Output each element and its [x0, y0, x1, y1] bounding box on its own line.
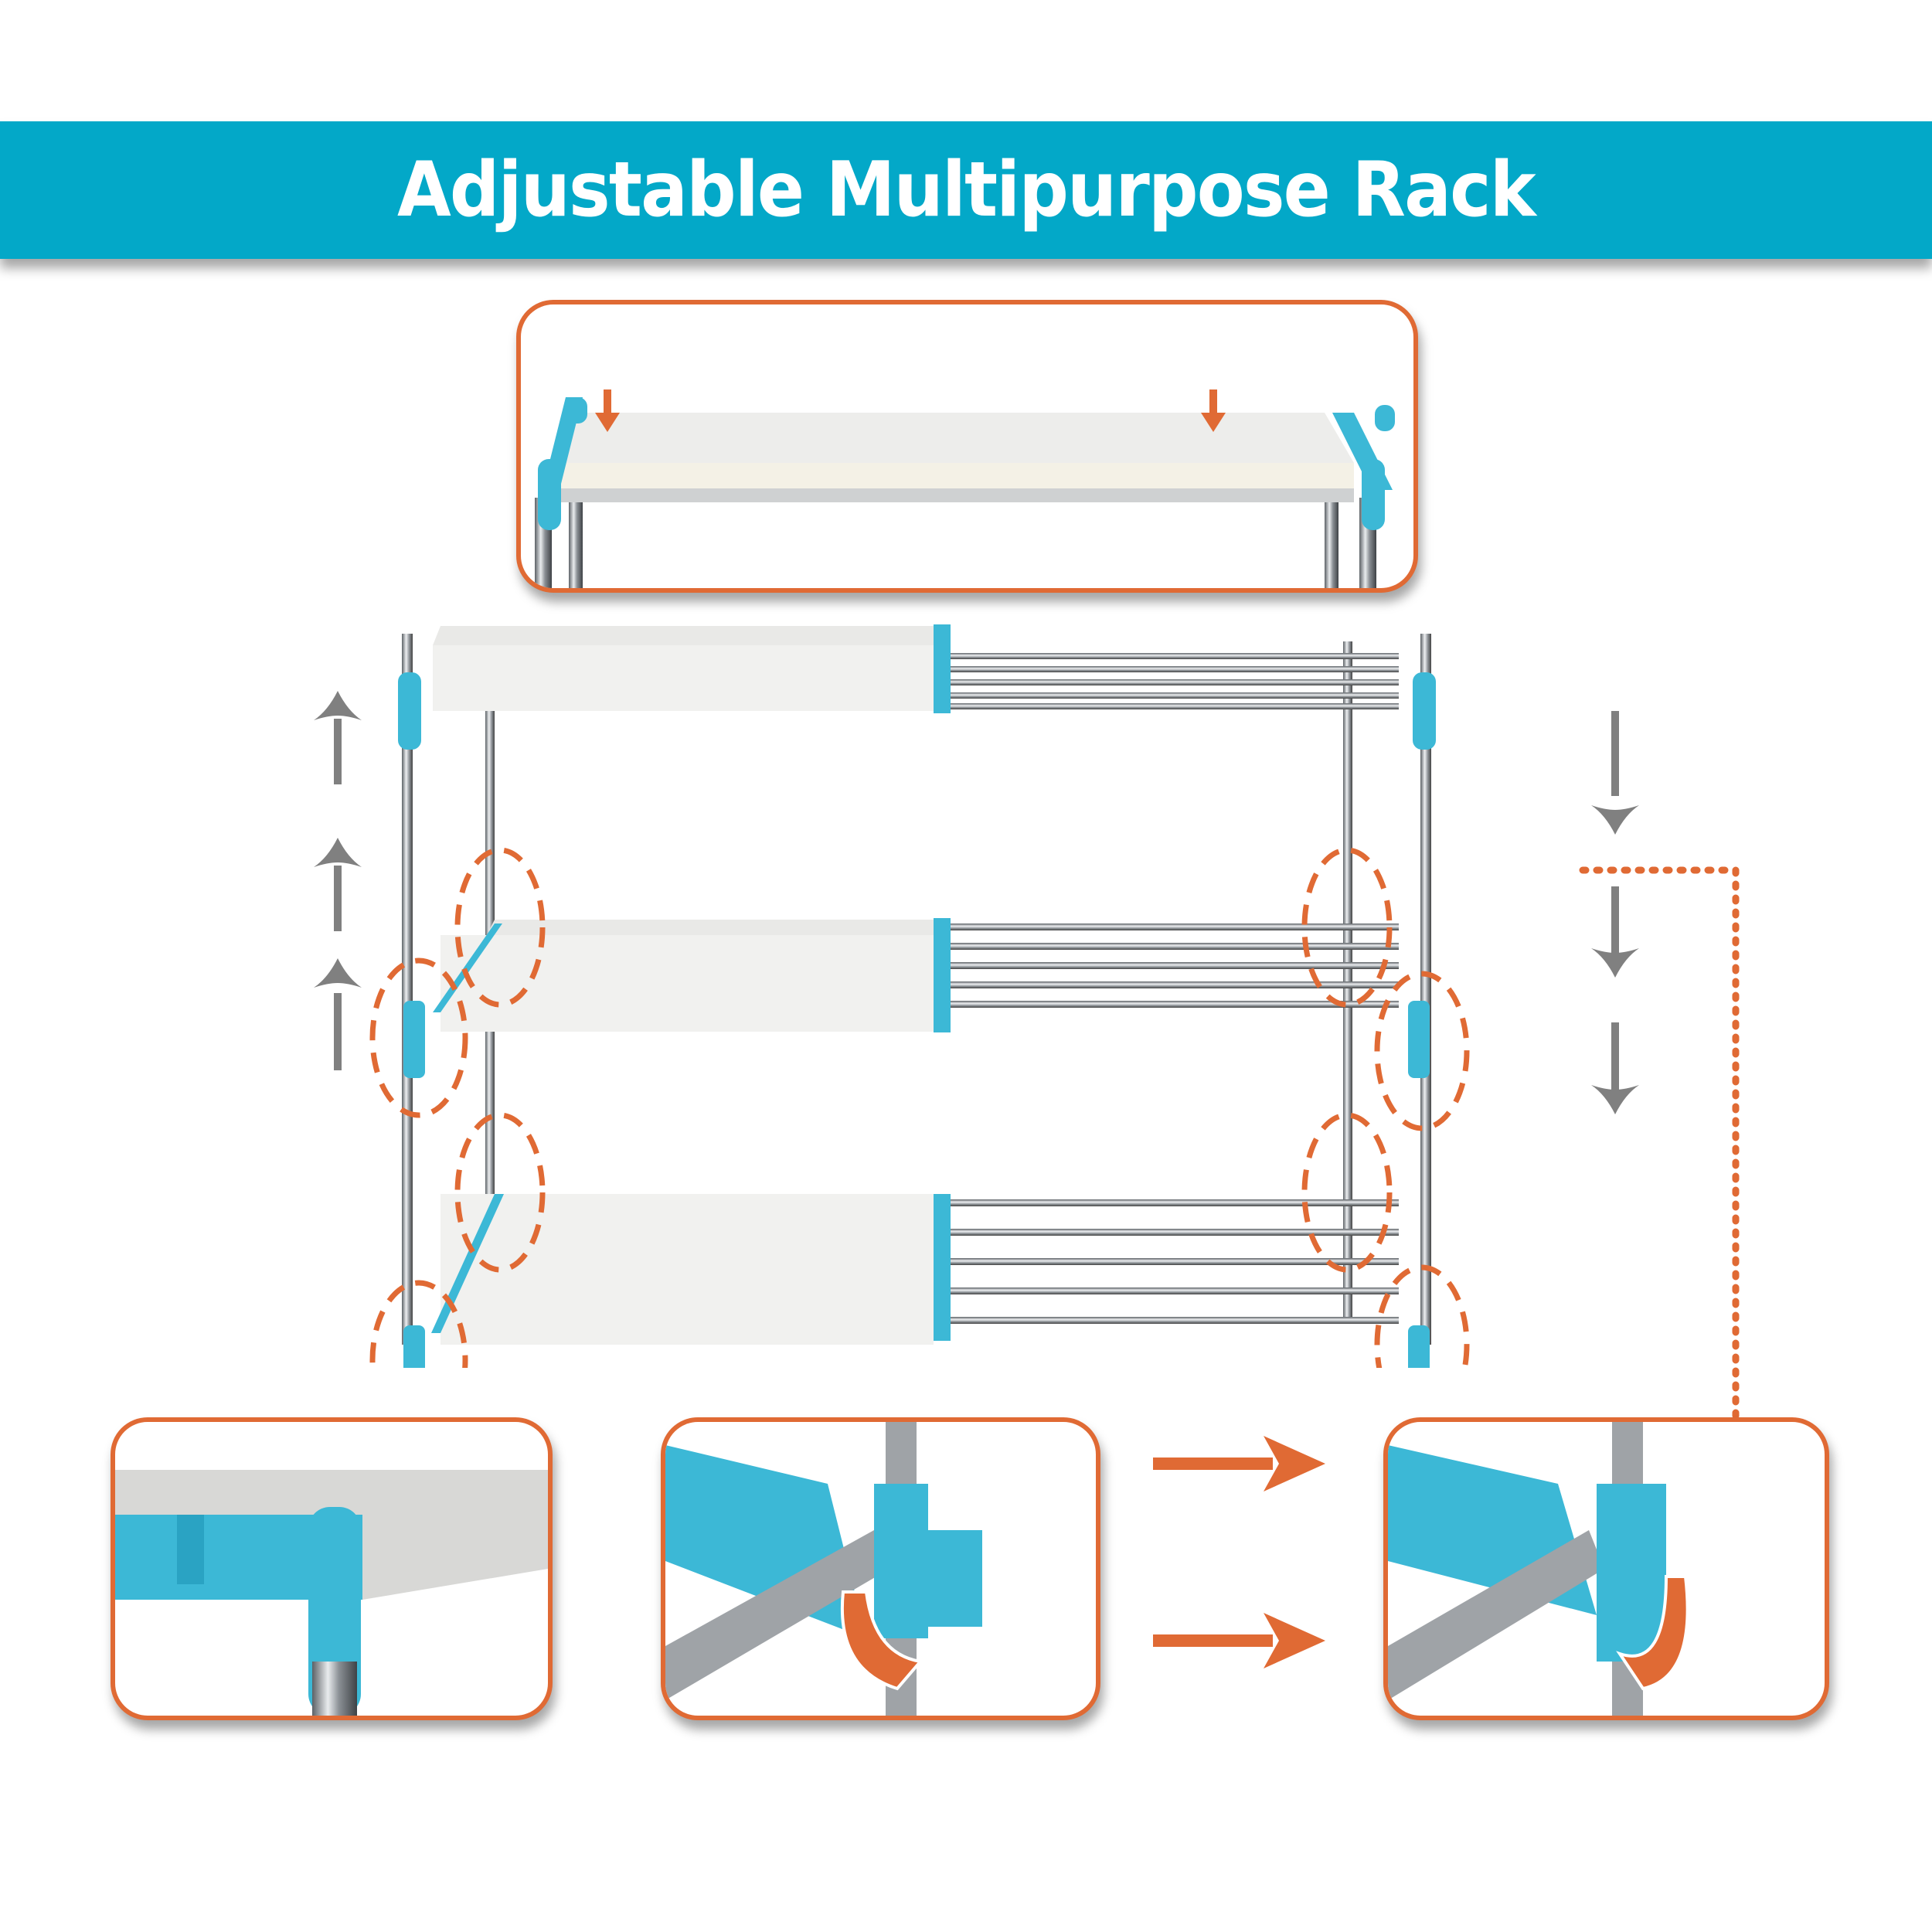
- down-arrow-icon: [1591, 886, 1639, 978]
- top-shelf-illustration: [535, 389, 1395, 588]
- down-arrow-icon: [1591, 1022, 1639, 1114]
- up-arrow-icon: [314, 691, 362, 784]
- clip-open-illustration: [665, 1422, 982, 1716]
- shelf-tier-3: [403, 1194, 1430, 1368]
- up-arrow-icon: [314, 958, 362, 1070]
- clip-closed-illustration: [1388, 1422, 1689, 1716]
- page-title: Adjustable Multipurpose Rack: [397, 146, 1536, 234]
- dotted-connector: [1579, 866, 1740, 1422]
- right-arrow-icon: [1153, 1613, 1325, 1668]
- corner-cap-illustration: [115, 1470, 548, 1716]
- bottom-panel-1: [111, 1417, 553, 1720]
- down-arrow-icon: [1201, 389, 1226, 432]
- title-banner: Adjustable Multipurpose Rack: [0, 121, 1932, 259]
- shelf-tier-1: [398, 624, 1436, 750]
- right-arrow-icon: [1153, 1436, 1325, 1492]
- down-arrow-icon: [595, 389, 620, 432]
- main-rack: [286, 611, 1600, 1368]
- shelf-tier-2: [403, 918, 1430, 1078]
- rotate-arrow-icon: [840, 1590, 923, 1691]
- bottom-panel-2: [661, 1417, 1100, 1720]
- right-arrows: [1153, 1436, 1325, 1668]
- highlight-circles: [369, 847, 1470, 1368]
- rotate-arrow-icon: [1616, 1575, 1689, 1691]
- down-arrow-icon: [1591, 711, 1639, 835]
- top-detail-panel: [516, 300, 1418, 593]
- left-corner-cap: [538, 459, 561, 530]
- bottom-panel-3: [1383, 1417, 1829, 1720]
- down-arrows: [1591, 711, 1639, 1114]
- up-arrows: [314, 691, 362, 1070]
- right-corner-cap: [1362, 459, 1385, 530]
- up-arrow-icon: [314, 838, 362, 931]
